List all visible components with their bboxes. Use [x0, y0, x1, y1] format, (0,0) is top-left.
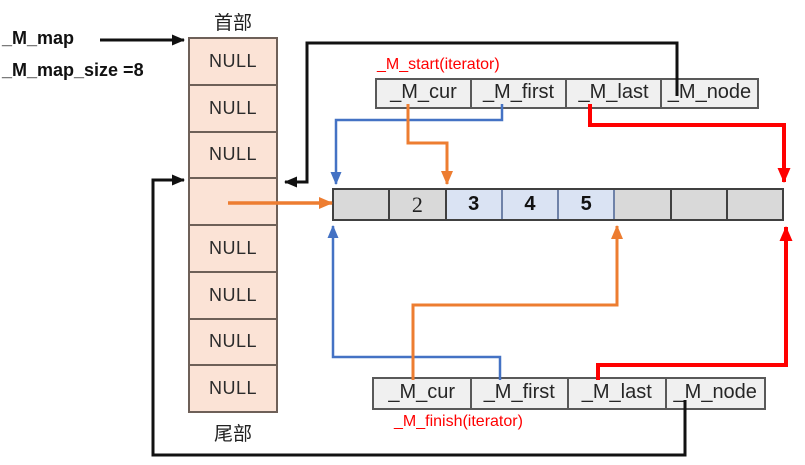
finish-m-cur-field: _M_cur: [374, 379, 472, 408]
arrow-finish-first-to-buffer: [327, 225, 502, 380]
map-cell: NULL: [190, 320, 276, 367]
buffer-cell: 4: [502, 190, 559, 219]
buffer-cell: [615, 190, 672, 219]
arrow-start-cur-to-buffer: [406, 104, 453, 185]
m-map-size-label: _M_map_size =8: [2, 60, 144, 80]
start-m-cur-field: _M_cur: [377, 80, 472, 107]
start-m-first-field: _M_first: [472, 80, 567, 107]
arrow-start-last-to-buffer: [588, 104, 791, 183]
finish-m-node-field: _M_node: [673, 381, 757, 403]
buffer-cell: 2: [390, 190, 447, 219]
finish-iterator-box: _M_cur _M_first _M_last _M_node: [372, 377, 766, 410]
arrow-start-first-to-buffer: [330, 104, 504, 185]
start-m-node-field: _M_node: [667, 81, 752, 103]
finish-m-first-field: _M_first: [472, 379, 569, 408]
map-cell: NULL: [190, 133, 276, 180]
finish-iterator-label: _M_finish(iterator): [394, 413, 523, 430]
start-iterator-box: _M_cur _M_first _M_last _M_node: [375, 78, 759, 109]
buffer-cell: [672, 190, 728, 219]
start-m-last-field: _M_last: [567, 80, 662, 107]
start-iterator-label: _M_start(iterator): [377, 56, 500, 73]
m-map-label: _M_map: [2, 28, 75, 48]
map-cell-active: [190, 179, 276, 226]
element-buffer: 2 3 4 5: [332, 188, 784, 221]
buffer-cell: [334, 190, 391, 219]
map-cell: NULL: [190, 39, 276, 86]
map-array: NULL NULL NULL NULL NULL NULL NULL: [188, 37, 278, 413]
finish-m-last-field: _M_last: [569, 379, 667, 408]
map-head-label: 首部: [213, 13, 252, 34]
map-cell: NULL: [190, 226, 276, 273]
map-cell: NULL: [190, 273, 276, 320]
map-cell: NULL: [190, 86, 276, 133]
buffer-cell: 5: [559, 190, 616, 219]
buffer-cell: 3: [446, 190, 503, 219]
map-cell: NULL: [208, 378, 258, 399]
arrow-finish-cur-to-buffer: [411, 225, 623, 380]
arrow-finish-last-to-buffer: [596, 226, 793, 380]
map-tail-label: 尾部: [213, 424, 252, 445]
buffer-cell: [728, 190, 782, 219]
